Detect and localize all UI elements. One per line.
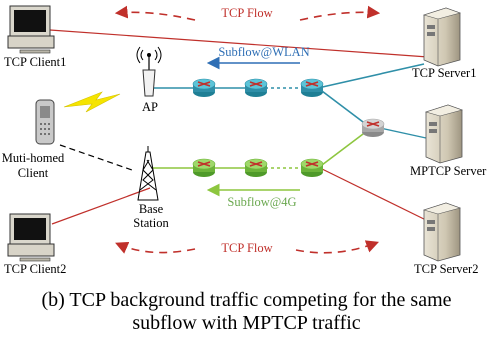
- top-flow-arc-right: [299, 5, 381, 21]
- router-core-gray: [361, 118, 385, 137]
- label-subflow-4g: Subflow@4G: [227, 195, 297, 209]
- router-4g-1: [192, 158, 216, 177]
- router-4g-3: [300, 158, 324, 177]
- label-multihomed-line1: Muti-homed: [1, 151, 65, 165]
- bottom-flow-arc-left: [115, 241, 196, 254]
- label-mptcp-server: MPTCP Server: [410, 164, 487, 178]
- wireless-bolt-icon: [63, 91, 121, 113]
- label-tcp-client1: TCP Client1: [4, 55, 67, 69]
- label-tcp-server1: TCP Server1: [412, 66, 477, 80]
- link-phone-basestation: [59, 144, 133, 171]
- router-wlan-2: [244, 78, 268, 97]
- figure-caption-line1: (b) TCP background traffic competing for…: [41, 289, 452, 311]
- label-subflow-wlan: Subflow@WLAN: [218, 45, 310, 59]
- label-top-tcp-flow: TCP Flow: [221, 6, 273, 20]
- link-router6-gray: [317, 127, 372, 169]
- link-router3-server1: [317, 63, 425, 89]
- router-4g-2: [244, 158, 268, 177]
- base-station-tower-icon: [137, 146, 159, 201]
- access-point-icon: [136, 46, 162, 97]
- bottom-flow-arc-right: [295, 240, 379, 254]
- figure-caption-line2: subflow with MPTCP traffic: [132, 312, 361, 334]
- label-multihomed-line2: Client: [17, 166, 49, 180]
- server-tcp1-icon: [422, 7, 461, 67]
- link-client1-server1: [49, 29, 429, 58]
- label-ap: AP: [142, 100, 158, 114]
- label-tcp-server2: TCP Server2: [414, 262, 479, 276]
- link-client2-basestation: [51, 187, 151, 225]
- label-base-station-line1: Base: [138, 202, 164, 216]
- router-wlan-3: [300, 78, 324, 97]
- label-tcp-client2: TCP Client2: [4, 262, 67, 276]
- server-tcp2-icon: [422, 202, 461, 262]
- label-bottom-tcp-flow: TCP Flow: [221, 241, 273, 255]
- desktop-client2-icon: [7, 213, 55, 262]
- top-flow-arc-left: [114, 5, 196, 21]
- mobile-phone-icon: [35, 99, 55, 145]
- server-mptcp-icon: [424, 104, 463, 164]
- link-green-server2: [317, 166, 431, 223]
- desktop-client1-icon: [7, 5, 55, 54]
- router-wlan-1: [192, 78, 216, 97]
- link-gray-mptcp: [379, 127, 427, 139]
- link-router3-gray: [317, 87, 372, 129]
- label-base-station-line2: Station: [133, 216, 169, 230]
